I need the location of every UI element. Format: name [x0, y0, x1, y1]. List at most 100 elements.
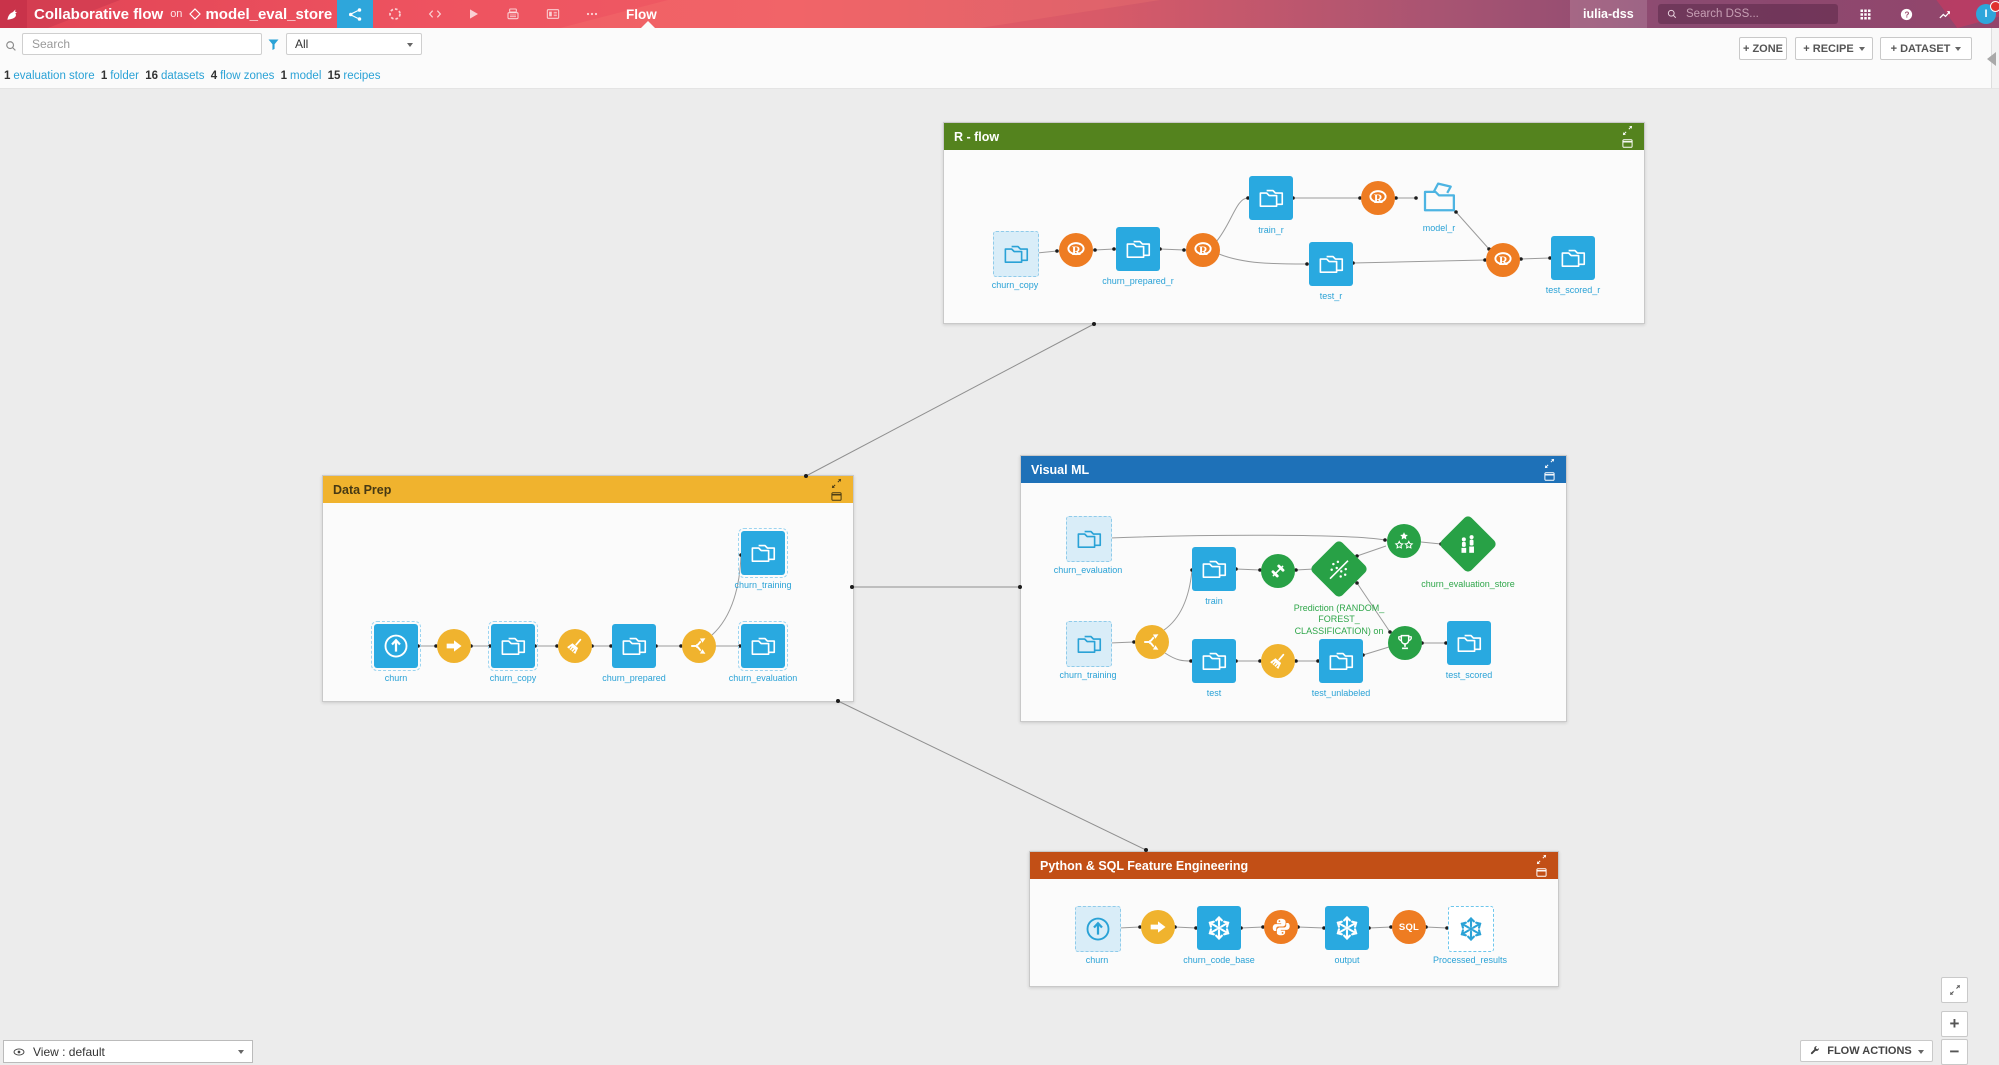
window-icon[interactable] [1543, 470, 1556, 483]
evaluation-store[interactable] [1438, 514, 1498, 574]
zone-r-flow[interactable]: R - flow churn_copy churn_prepared_r tra… [943, 122, 1645, 324]
recipe-evaluate[interactable] [1387, 524, 1421, 558]
dataset-label[interactable]: Processed_results [1432, 955, 1508, 965]
saved-model[interactable] [1309, 539, 1369, 599]
global-search-input[interactable] [1684, 7, 1808, 21]
dataset-label[interactable]: churn_copy [489, 673, 537, 683]
nav-scenarios[interactable] [498, 0, 528, 28]
folder-model-r[interactable] [1417, 176, 1461, 220]
dataset-label[interactable]: churn_training [734, 580, 792, 590]
zone-data-prep[interactable]: Data Prep churn churn_copy churn_prepare… [322, 475, 854, 702]
stat-link[interactable]: evaluation store [13, 70, 95, 82]
dataset-churn-copy[interactable] [993, 231, 1039, 277]
dataset-train[interactable] [1192, 547, 1236, 591]
zone-python-sql[interactable]: Python & SQL Feature Engineering churn c… [1029, 851, 1559, 987]
nav-dashboards[interactable] [538, 0, 568, 28]
zoom-out-button[interactable]: − [1941, 1039, 1968, 1065]
collapse-icon[interactable] [1535, 853, 1548, 866]
dataset-label[interactable]: churn_code_base [1183, 955, 1255, 965]
dataset-label[interactable]: test [1206, 688, 1222, 698]
right-panel-collapse-handle[interactable] [1987, 52, 1996, 66]
user-menu[interactable]: iulia-dss [1570, 0, 1647, 28]
nav-jobs[interactable] [458, 0, 488, 28]
recipe-split[interactable] [682, 629, 716, 663]
dataset-processed-results[interactable] [1448, 906, 1494, 952]
dataiku-logo[interactable] [0, 0, 27, 28]
flow-search-input[interactable] [30, 36, 254, 52]
dataset-label[interactable]: test_unlabeled [1311, 688, 1371, 698]
zoom-in-button[interactable]: + [1941, 1011, 1968, 1037]
recipe-r-3[interactable] [1361, 181, 1395, 215]
dataset-label[interactable]: churn [1085, 955, 1109, 965]
recipe-sql[interactable]: SQL [1392, 910, 1426, 944]
dataset-test-r[interactable] [1309, 242, 1353, 286]
dataset-churn-copy[interactable] [488, 621, 538, 671]
nav-datasets[interactable] [380, 0, 410, 28]
dataset-label[interactable]: test_scored [1445, 670, 1493, 680]
recipe-prepare[interactable] [558, 629, 592, 663]
stat-link[interactable]: recipes [343, 70, 381, 82]
dataset-churn[interactable] [371, 621, 421, 671]
fit-to-screen-button[interactable] [1941, 977, 1968, 1003]
dataset-churn-training[interactable] [1066, 621, 1112, 667]
apps-menu[interactable] [1852, 0, 1878, 28]
dataset-label[interactable]: test_scored_r [1545, 285, 1601, 295]
dataset-label[interactable]: churn [384, 673, 408, 683]
dataset-label[interactable]: churn_training [1059, 670, 1117, 680]
project-link[interactable]: model_eval_store [189, 6, 332, 23]
nav-notebooks[interactable] [420, 0, 450, 28]
stat-link[interactable]: model [290, 70, 322, 82]
dataset-test-scored[interactable] [1447, 621, 1491, 665]
recipe-python[interactable] [1264, 910, 1298, 944]
window-icon[interactable] [830, 490, 843, 503]
model-label[interactable]: Prediction (RANDOM_ FOREST_ CLASSIFICATI… [1293, 603, 1385, 636]
window-icon[interactable] [1535, 866, 1548, 879]
dataset-label[interactable]: train_r [1258, 225, 1284, 235]
dataset-churn-evaluation[interactable] [1066, 516, 1112, 562]
dataset-test[interactable] [1192, 639, 1236, 683]
view-selector[interactable]: View : default [3, 1040, 253, 1063]
dataset-churn-prepared-r[interactable] [1116, 227, 1160, 271]
dataset-label[interactable]: churn_evaluation [1053, 565, 1123, 575]
zone-r-flow-header[interactable]: R - flow [944, 123, 1644, 150]
stat-link[interactable]: flow zones [220, 70, 275, 82]
filter-type-select[interactable]: All [286, 33, 422, 55]
dataset-label[interactable]: churn_prepared [602, 673, 666, 683]
dataset-label[interactable]: churn_copy [991, 280, 1039, 290]
collapse-icon[interactable] [1621, 124, 1634, 137]
add-zone-button[interactable]: + ZONE [1739, 37, 1787, 60]
dataset-churn-training[interactable] [738, 528, 788, 578]
recipe-train-model[interactable] [1261, 554, 1295, 588]
dataset-churn-code-base[interactable] [1197, 906, 1241, 950]
recipe-split[interactable] [1135, 625, 1169, 659]
flow-actions-button[interactable]: FLOW ACTIONS [1800, 1040, 1933, 1062]
add-recipe-button[interactable]: + RECIPE [1795, 37, 1873, 60]
dataset-output[interactable] [1325, 906, 1369, 950]
help-menu[interactable]: ? [1893, 0, 1919, 28]
dataset-test-scored-r[interactable] [1551, 236, 1595, 280]
dataset-label[interactable]: output [1334, 955, 1360, 965]
stat-link[interactable]: datasets [161, 70, 205, 82]
dataset-churn-prepared[interactable] [612, 624, 656, 668]
zone-visual-ml[interactable]: Visual ML churn_evaluation train Predict… [1020, 455, 1567, 722]
zone-python-sql-header[interactable]: Python & SQL Feature Engineering [1030, 852, 1558, 879]
zone-visual-ml-header[interactable]: Visual ML [1021, 456, 1566, 483]
dataset-train-r[interactable] [1249, 176, 1293, 220]
recipe-r-1[interactable] [1059, 233, 1093, 267]
dataset-label[interactable]: churn_prepared_r [1102, 276, 1174, 286]
recipe-sync[interactable] [437, 629, 471, 663]
dataset-label[interactable]: test_r [1319, 291, 1343, 301]
zone-data-prep-header[interactable]: Data Prep [323, 476, 853, 503]
dataset-test-unlabeled[interactable] [1319, 639, 1363, 683]
recipe-r-4[interactable] [1486, 243, 1520, 277]
folder-label[interactable]: model_r [1422, 223, 1456, 233]
recipe-score[interactable] [1388, 626, 1422, 660]
recipe-r-2[interactable] [1186, 233, 1220, 267]
window-icon[interactable] [1621, 137, 1634, 150]
stat-link[interactable]: folder [110, 70, 139, 82]
dataset-label[interactable]: train [1205, 596, 1223, 606]
dataset-label[interactable]: churn_evaluation [728, 673, 798, 683]
activity-monitor[interactable] [1932, 0, 1958, 28]
nav-more[interactable] [577, 0, 607, 28]
evaluation-store-label[interactable]: churn_evaluation_store [1421, 579, 1515, 589]
